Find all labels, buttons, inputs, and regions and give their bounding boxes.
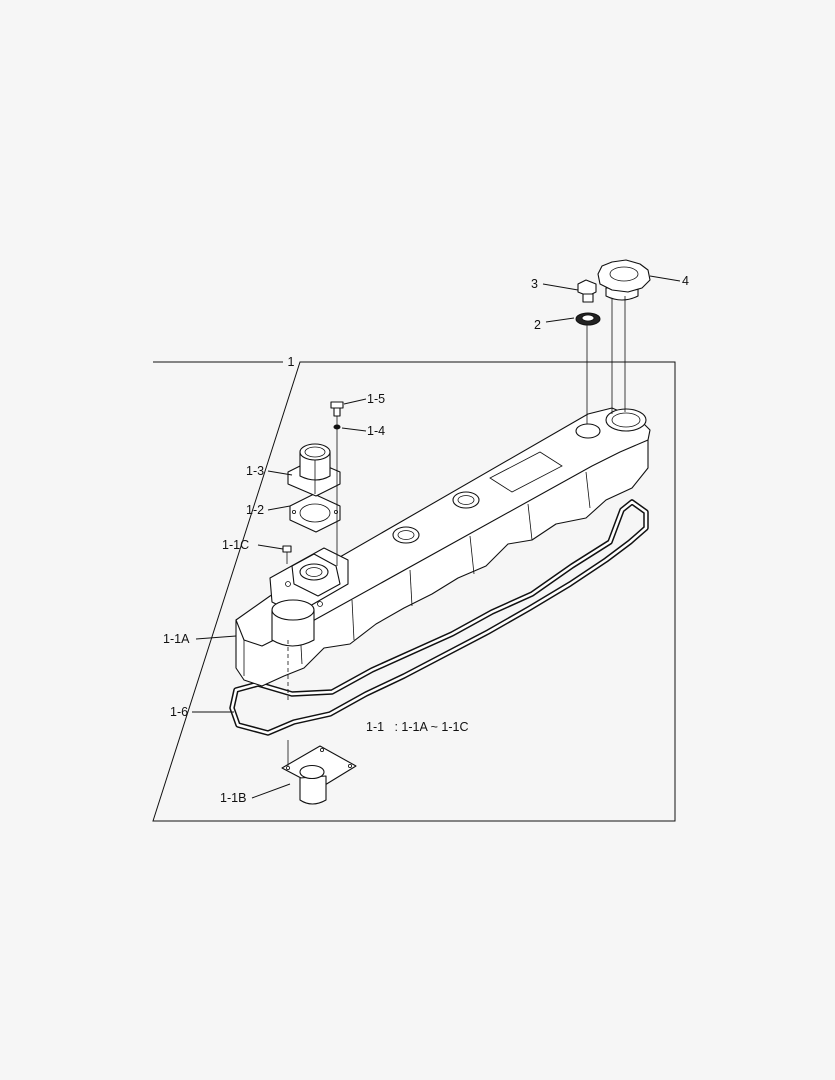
label-1-2: 1-2 (246, 503, 264, 517)
plug-bolt-3 (577, 279, 597, 303)
label-1: 1 (288, 355, 295, 369)
label-1-6: 1-6 (170, 705, 188, 719)
rocker-cover (235, 407, 651, 687)
leader-1-1b (251, 783, 291, 799)
leader-1-1a (195, 635, 237, 640)
leader-1-1c (257, 544, 284, 550)
label-1-1b: 1-1B (220, 791, 246, 805)
bolt-1-1c (282, 545, 292, 564)
leader-1-2 (267, 505, 291, 511)
label-3: 3 (531, 277, 538, 291)
leader-1-3 (267, 470, 293, 476)
label-1-4: 1-4 (367, 424, 385, 438)
cap-1-3 (287, 443, 341, 497)
label-1-1c: 1-1C (222, 538, 249, 552)
label-1-3: 1-3 (246, 464, 264, 478)
label-4: 4 (682, 274, 689, 288)
leader-2 (545, 317, 575, 323)
label-1-1a: 1-1A (163, 632, 190, 646)
bolt-1-5 (330, 401, 344, 417)
flange-1-1b (281, 745, 357, 805)
washer-2 (575, 312, 601, 326)
rocker-cover-gasket (229, 499, 649, 736)
oil-filler-cap-4 (597, 259, 651, 301)
assembly-frame (152, 361, 676, 822)
leader-1-5 (343, 398, 367, 405)
leader-4 (649, 275, 681, 282)
label-1-5: 1-5 (367, 392, 385, 406)
gasket-1-2 (289, 493, 341, 533)
leader-3 (542, 283, 579, 291)
label-2: 2 (534, 318, 541, 332)
assembly-note: 1-1 : 1-1A ~ 1-1C (366, 720, 468, 734)
leader-1-4 (341, 427, 367, 432)
separator-housing (291, 553, 341, 597)
